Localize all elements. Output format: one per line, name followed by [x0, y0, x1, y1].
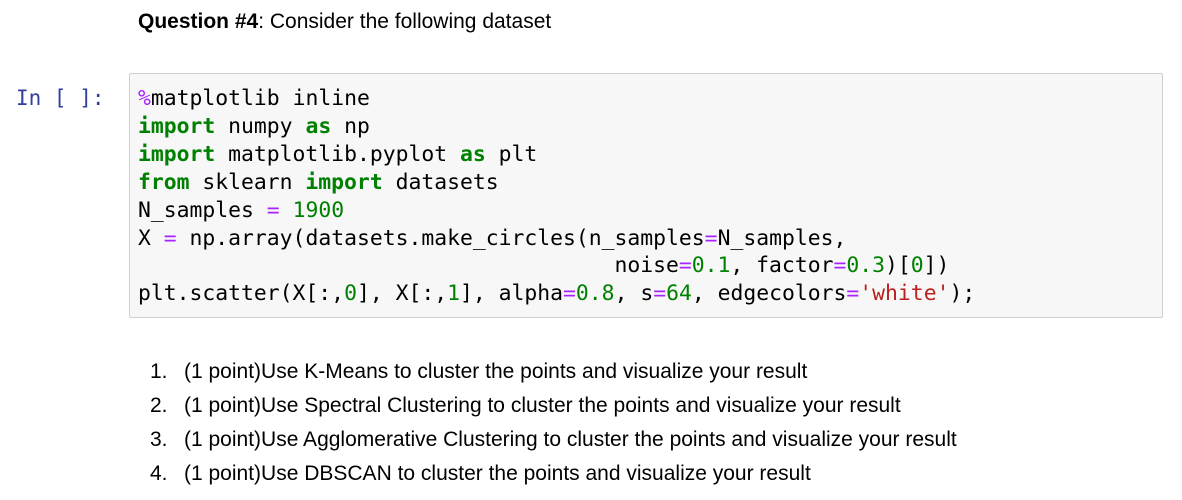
code-token	[280, 198, 293, 223]
code-token: 'white'	[859, 281, 950, 307]
code-token: , s	[614, 281, 654, 307]
code-token: X	[138, 225, 164, 251]
code-token: import	[305, 169, 383, 195]
question-text: : Consider the following dataset	[258, 10, 552, 33]
task-text: (1 point)Use K-Means to cluster the poin…	[184, 360, 808, 383]
code-line: plt.scatter(X[:,0], X[:,1], alpha=0.8, s…	[138, 280, 975, 308]
code-token: inline	[279, 86, 370, 111]
code-token: =	[846, 281, 860, 307]
code-token: =	[704, 225, 718, 251]
code-token: 0	[910, 253, 924, 279]
code-token: matplotlib.pyplot	[215, 141, 460, 167]
task-item: 2. (1 point)Use Spectral Clustering to cl…	[150, 389, 957, 423]
code-token: from	[138, 169, 190, 195]
task-text: (1 point)Use DBSCAN to cluster the point…	[184, 462, 811, 485]
code-token: import	[138, 113, 216, 139]
code-line: X = np.array(datasets.make_circles(n_sam…	[138, 225, 975, 253]
task-number: 2.	[150, 394, 168, 417]
code-token: 64	[666, 281, 692, 307]
question-heading: Question #4: Consider the following data…	[138, 8, 551, 36]
code-token: 0	[344, 281, 357, 307]
code-token: , edgecolors	[691, 281, 847, 307]
code-token: matplotlib	[150, 86, 280, 111]
task-item: 1. (1 point)Use K-Means to cluster the po…	[150, 355, 957, 389]
code-line: %matplotlib inline	[138, 85, 975, 113]
code-token: 1900	[292, 197, 345, 223]
code-token: np.array(datasets.make_circles(n_samples	[176, 225, 705, 251]
cell-prompt: In [ ]:	[16, 86, 105, 110]
code-token: 0.8	[575, 281, 615, 307]
task-number: 1.	[150, 360, 168, 383]
code-line: import matplotlib.pyplot as plt	[138, 141, 975, 169]
task-item: 4. (1 point)Use DBSCAN to cluster the poi…	[150, 457, 957, 491]
code-line: N_samples = 1900	[138, 197, 975, 225]
code-token: =	[163, 225, 177, 251]
code-token: sklearn	[189, 169, 306, 195]
code-token: 1	[447, 281, 460, 307]
code-token: 0.3	[846, 253, 885, 279]
code-token: ], X[:,	[356, 281, 448, 307]
code-token: as	[459, 141, 486, 167]
task-item: 3. (1 point)Use Agglomerative Clustering …	[150, 423, 957, 457]
task-text: (1 point)Use Spectral Clustering to clus…	[184, 394, 901, 417]
code-token: , factor	[730, 253, 834, 279]
task-number: 4.	[150, 462, 168, 485]
code-token: noise	[138, 253, 679, 279]
code-token: =	[266, 197, 280, 223]
code-token: ], alpha	[460, 281, 564, 307]
code-token: 0.1	[691, 253, 731, 279]
code-token: ])	[923, 253, 950, 279]
code-token: plt.scatter(X[:,	[138, 281, 345, 307]
code-token: %	[138, 86, 151, 111]
code-line: noise=0.1, factor=0.3)[0])	[138, 252, 975, 280]
code-token: import	[138, 141, 216, 167]
code-token: as	[305, 113, 332, 139]
code-token: );	[949, 281, 976, 307]
code-token: plt	[485, 141, 538, 167]
code-line: from sklearn import datasets	[138, 169, 975, 197]
code-token: =	[563, 281, 576, 307]
code-token: =	[653, 281, 667, 307]
code-line: import numpy as np	[138, 113, 975, 141]
task-number: 3.	[150, 428, 168, 451]
code-token: =	[833, 253, 847, 279]
code-token: N_samples	[138, 197, 267, 223]
code-token: numpy	[215, 113, 306, 139]
task-list: 1. (1 point)Use K-Means to cluster the po…	[150, 355, 957, 491]
code-token: =	[678, 253, 692, 279]
code-token: N_samples,	[717, 225, 847, 251]
code-token: )[	[884, 253, 911, 279]
question-label: Question #4	[138, 10, 259, 33]
code-token: np	[331, 113, 370, 139]
code-token: datasets	[382, 169, 499, 195]
task-text: (1 point)Use Agglomerative Clustering to…	[184, 428, 957, 451]
